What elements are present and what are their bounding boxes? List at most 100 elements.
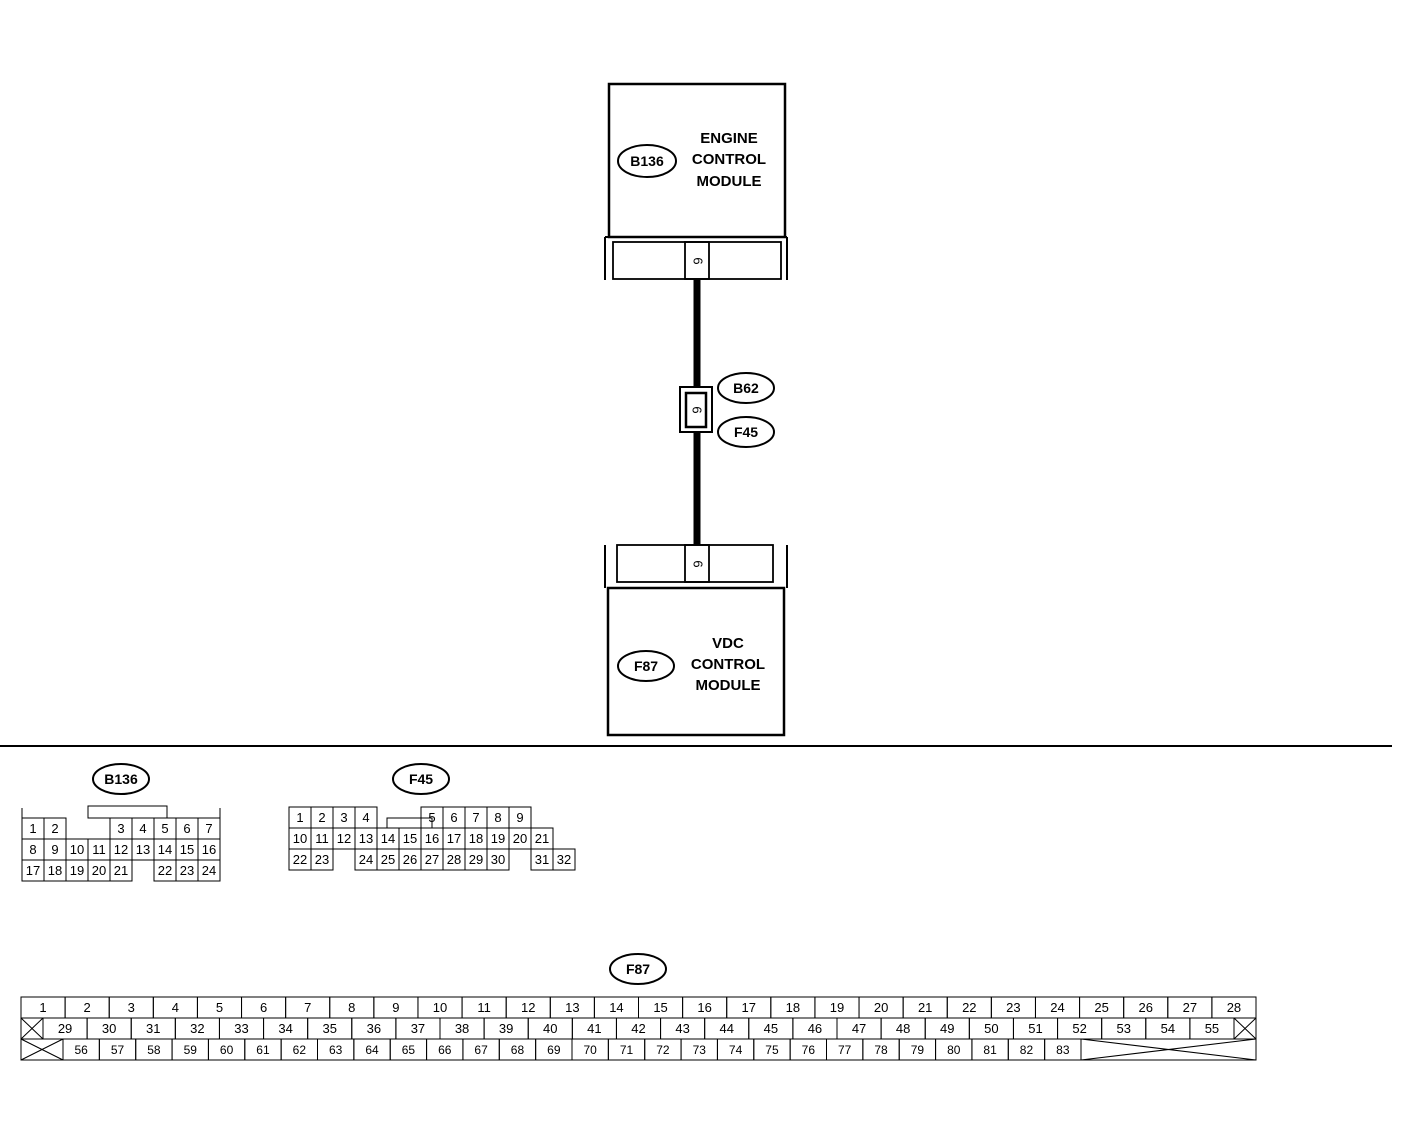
vdc-tag: F87	[634, 658, 658, 674]
f87-pin-22: 22	[962, 1000, 976, 1015]
f45-pin-12: 12	[337, 831, 351, 846]
f87-pin-21: 21	[918, 1000, 932, 1015]
b136-cell	[109, 859, 133, 882]
f87-pin-62: 62	[293, 1043, 307, 1057]
joint-tag-upper: B62	[733, 380, 759, 396]
f87-pin-52: 52	[1072, 1021, 1086, 1036]
b136-pin-17: 17	[26, 863, 40, 878]
f45-pin-10: 10	[293, 831, 307, 846]
f87-pin-20: 20	[874, 1000, 888, 1015]
f87-pin-55: 55	[1205, 1021, 1219, 1036]
b136-pin-6: 6	[183, 821, 190, 836]
b136-pin-1: 1	[29, 821, 36, 836]
f87-pin-11: 11	[477, 1000, 491, 1015]
f45-pin-19: 19	[491, 831, 505, 846]
f87-pin-15: 15	[653, 1000, 667, 1015]
ecm-title-line-1: ENGINE	[700, 130, 758, 147]
f87-pin-14: 14	[609, 1000, 623, 1015]
b136-pin-22: 22	[158, 863, 172, 878]
f45-pin-17: 17	[447, 831, 461, 846]
f45-pin-20: 20	[513, 831, 527, 846]
f87-pin-78: 78	[874, 1043, 888, 1057]
f87-pin-67: 67	[474, 1043, 488, 1057]
f87-pin-28: 28	[1227, 1000, 1241, 1015]
b136-pin-9: 9	[51, 842, 58, 857]
f87-pin-45: 45	[764, 1021, 778, 1036]
f45-pin-16: 16	[425, 831, 439, 846]
f45-pin-21: 21	[535, 831, 549, 846]
f87-pin-60: 60	[220, 1043, 234, 1057]
f87-pin-12: 12	[521, 1000, 535, 1015]
f87-face-tag-oval	[609, 953, 667, 985]
b136-pin-16: 16	[202, 842, 216, 857]
f45-pin-3: 3	[340, 810, 347, 825]
ecm-tag-oval	[617, 144, 677, 178]
b136-face-tag: B136	[104, 771, 138, 787]
f45-pin-32: 32	[557, 852, 571, 867]
f87-pin-1: 1	[39, 1000, 46, 1015]
f87-pin-73: 73	[693, 1043, 707, 1057]
f87-pin-24: 24	[1050, 1000, 1064, 1015]
b136-pin-12: 12	[114, 842, 128, 857]
joint-tag-lower-oval	[717, 416, 775, 448]
f45-pin-7: 7	[472, 810, 479, 825]
b136-pin-24: 24	[202, 863, 216, 878]
f87-pin-66: 66	[438, 1043, 452, 1057]
f87-pin-44: 44	[719, 1021, 733, 1036]
vdc-pin-label: 6	[691, 560, 706, 567]
b136-pin-13: 13	[136, 842, 150, 857]
f87-pin-49: 49	[940, 1021, 954, 1036]
f87-pin-47: 47	[852, 1021, 866, 1036]
f87-pin-19: 19	[830, 1000, 844, 1015]
f45-pin-15: 15	[403, 831, 417, 846]
f87-pin-46: 46	[808, 1021, 822, 1036]
f87-pin-81: 81	[983, 1043, 997, 1057]
f87-pin-70: 70	[583, 1043, 597, 1057]
f87-pin-9: 9	[392, 1000, 399, 1015]
f87-pin-74: 74	[729, 1043, 743, 1057]
f87-pin-13: 13	[565, 1000, 579, 1015]
vdc-title-line-3: MODULE	[696, 677, 761, 694]
vdc-tag-oval	[617, 650, 675, 682]
b136-pin-18: 18	[48, 863, 62, 878]
f87-pin-56: 56	[74, 1043, 88, 1057]
f45-pin-31: 31	[535, 852, 549, 867]
f87-pin-16: 16	[697, 1000, 711, 1015]
f45-pin-24: 24	[359, 852, 373, 867]
f87-pin-39: 39	[499, 1021, 513, 1036]
f45-pin-29: 29	[469, 852, 483, 867]
f87-pin-57: 57	[111, 1043, 125, 1057]
f45-pin-30: 30	[491, 852, 505, 867]
f87-blocked-zone-right-mark	[1080, 1038, 1257, 1061]
f87-pin-80: 80	[947, 1043, 961, 1057]
b136-pin-14: 14	[158, 842, 172, 857]
f45-cell	[310, 848, 334, 871]
vdc-title-line-1: VDC	[712, 635, 744, 652]
f87-blocked-zone-left-mark	[20, 1038, 64, 1061]
b136-face-tag-oval	[92, 763, 150, 795]
f87-pin-75: 75	[765, 1043, 779, 1057]
f87-pin-63: 63	[329, 1043, 343, 1057]
vdc-title-line-2: CONTROL	[691, 656, 765, 673]
b136-pin-10: 10	[70, 842, 84, 857]
f87-pin-23: 23	[1006, 1000, 1020, 1015]
f45-pin-1: 1	[296, 810, 303, 825]
f87-pin-6: 6	[260, 1000, 267, 1015]
f87-pin-33: 33	[234, 1021, 248, 1036]
joint-connector: 6 B62 F45	[679, 372, 775, 448]
f87-pin-18: 18	[786, 1000, 800, 1015]
f87-pin-83: 83	[1056, 1043, 1070, 1057]
f87-pin-25: 25	[1094, 1000, 1108, 1015]
f87-pin-30: 30	[102, 1021, 116, 1036]
f45-cell	[486, 848, 510, 871]
f45-pin-11: 11	[315, 831, 329, 846]
f87-blocked-mark-left	[20, 1017, 44, 1040]
f87-pin-43: 43	[675, 1021, 689, 1036]
f87-pin-2: 2	[84, 1000, 91, 1015]
engine-control-module: 6 B136 ENGINE CONTROL MODULE	[604, 82, 788, 280]
b136-pin-21: 21	[114, 863, 128, 878]
b136-pin-4: 4	[139, 821, 146, 836]
f45-pin-6: 6	[450, 810, 457, 825]
f45-pin-8: 8	[494, 810, 501, 825]
f87-pin-79: 79	[911, 1043, 925, 1057]
